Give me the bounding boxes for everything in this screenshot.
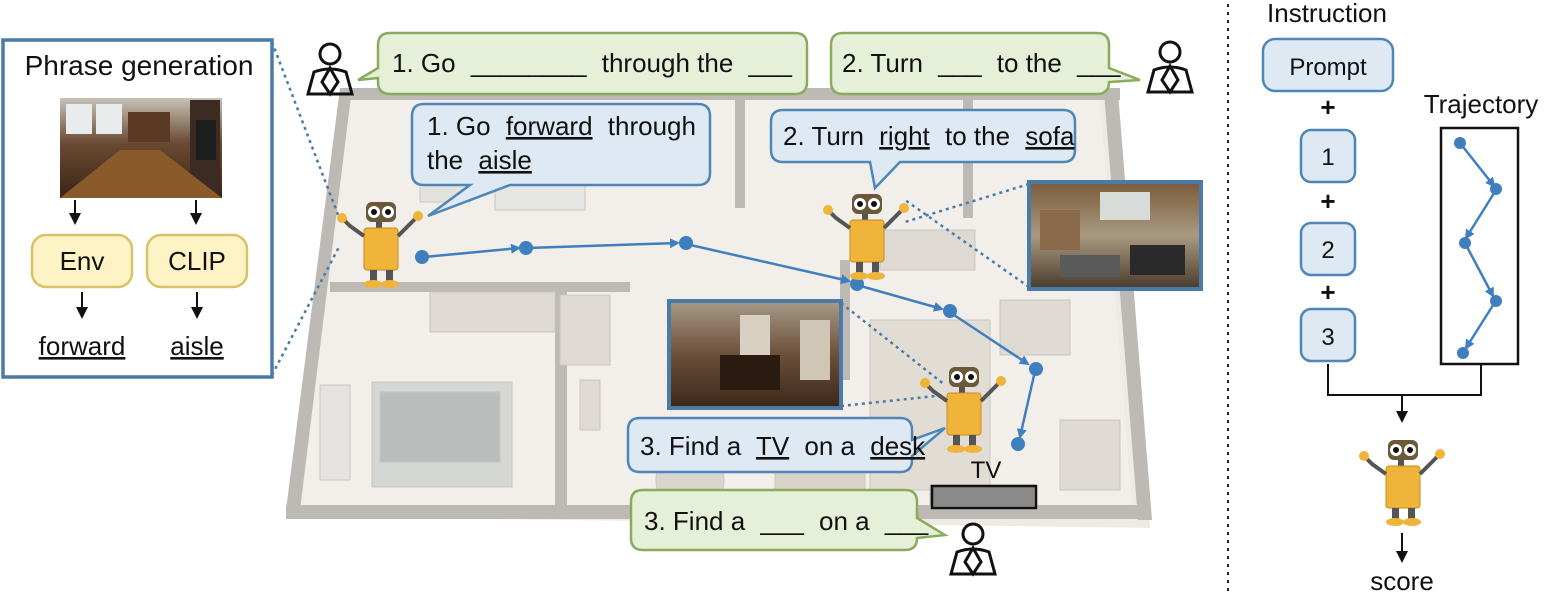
env-module-label: Env <box>60 246 105 276</box>
env-module <box>30 233 134 289</box>
map-trajectory-points <box>415 236 1043 451</box>
robot-icon <box>337 202 423 288</box>
step-label-3: 3 <box>1321 324 1334 351</box>
env-output-word: forward <box>39 331 126 361</box>
human-icon <box>949 522 997 577</box>
clip-module <box>145 233 249 289</box>
prompt-label: Prompt <box>1289 54 1367 81</box>
robot-icon <box>823 194 909 280</box>
svg-text:1. Go ________ thr: 1. Go ________ through the ___ <box>392 48 792 78</box>
prompt-box <box>1261 37 1395 93</box>
scoring-panel: Instruction Prompt + 1 + 2 + 3 Trajector… <box>1261 0 1539 596</box>
living-room-photo <box>1027 180 1203 291</box>
tv-label: TV <box>971 457 1002 484</box>
svg-text:2. Turn right to t: 2. Turn right to the sofa <box>783 121 1075 151</box>
plus-sign: + <box>1320 277 1335 307</box>
dining-room-photo <box>667 299 843 410</box>
step-box-1 <box>1299 128 1357 184</box>
step-label-1: 1 <box>1321 144 1334 171</box>
clip-module-label: CLIP <box>168 246 226 276</box>
phrase-generation-panel: Phrase generation Env CLIP forward aisle <box>1 38 274 379</box>
robot-instruction-bubble-2: 2. Turn right to the sofa <box>769 108 1077 191</box>
kitchen-photo <box>60 98 222 198</box>
step-label-2: 2 <box>1321 237 1334 264</box>
clip-output-word: aisle <box>170 331 223 361</box>
svg-text:3. Find a ___ on a: 3. Find a ___ on a ___ <box>644 506 929 536</box>
svg-text:3. Find a TV on a: 3. Find a TV on a desk <box>640 431 926 461</box>
svg-text:1. Go forward thro: 1. Go forward through <box>427 111 696 141</box>
instruction-label: Instruction <box>1267 0 1387 28</box>
phrase-generation-title: Phrase generation <box>25 50 254 81</box>
svg-text:the aisle: the aisle <box>427 145 532 175</box>
svg-text:2. Turn ___ to the: 2. Turn ___ to the ___ <box>842 48 1121 78</box>
robot-instruction-bubble-1: 1. Go forward through the aisle <box>410 102 712 218</box>
step-box-2 <box>1299 221 1357 277</box>
trajectory-label: Trajectory <box>1424 89 1539 119</box>
human-icon <box>306 42 354 97</box>
tv-marker: TV <box>930 457 1038 510</box>
map-trajectory <box>423 238 1037 439</box>
plus-sign: + <box>1320 92 1335 122</box>
robot-icon <box>920 367 1006 453</box>
score-label: score <box>1370 566 1434 596</box>
human-template-bubble-1: 1. Go ________ through the ___ <box>357 31 809 96</box>
step-box-3 <box>1299 307 1357 363</box>
human-template-bubble-2: 2. Turn ___ to the ___ <box>829 31 1141 96</box>
robot-instruction-bubble-3: 3. Find a TV on a desk <box>626 416 946 474</box>
human-icon <box>1146 40 1194 95</box>
plus-sign: + <box>1320 186 1335 216</box>
human-template-bubble-3: 3. Find a ___ on a ___ <box>629 488 949 552</box>
robot-icon <box>1359 440 1445 526</box>
